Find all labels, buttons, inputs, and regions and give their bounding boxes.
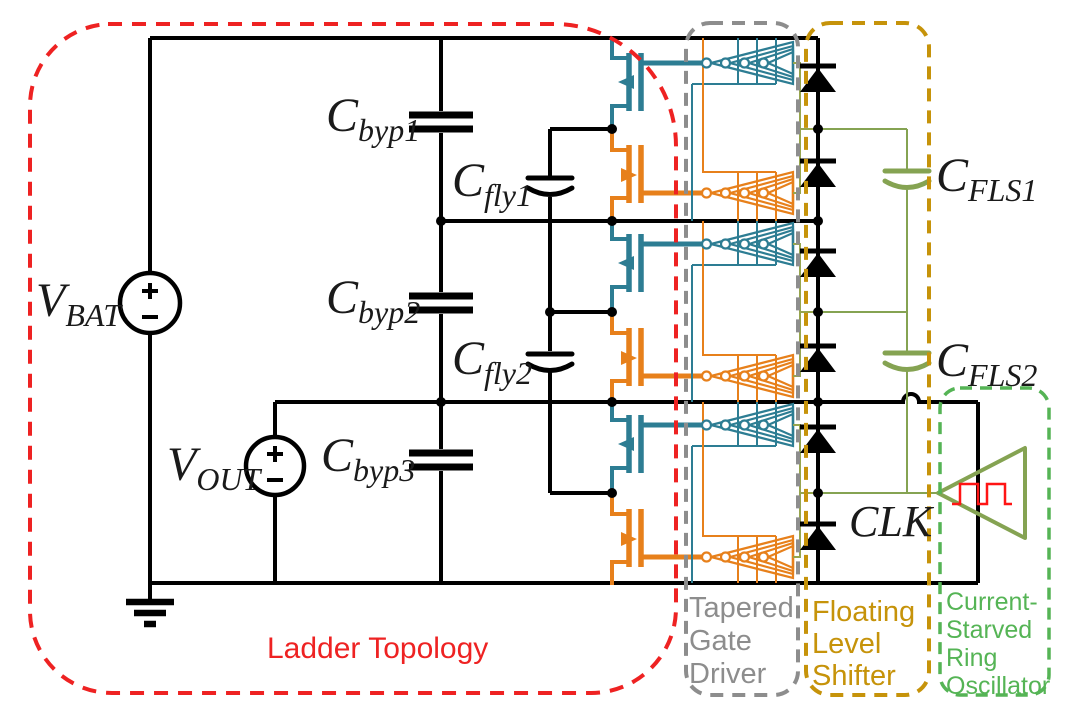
labels: VBAT VOUT Cbyp1 Cbyp2 Cbyp3 Cfly1 Cfly2 … [36,89,1050,700]
ladder-topology-box [27,22,678,695]
oscillator-label-2: Starved [946,616,1032,644]
junction-dots [436,124,823,498]
cbyp2-capacitor [409,292,473,314]
cfly1-label: Cfly1 [452,154,532,213]
cfls1-capacitor [882,168,932,190]
pmos-driver-rails-3 [691,402,777,583]
nmos-switch-1 [612,129,702,221]
cbyp1-label: Cbyp1 [326,89,420,148]
inverter-chain-pmos-3 [700,402,795,448]
oscillator-buffer-triangle [936,446,1027,540]
ground-icon [126,583,174,628]
level-shifter-label-2: Level [812,628,881,660]
cfly2-capacitor [525,351,575,373]
vbat-source [117,270,183,336]
inverter-chain-nmos-3 [700,534,795,580]
level-shifter-label-1: Floating [812,596,915,628]
gate-driver-label-2: Gate [689,625,752,657]
pmos-switch-3 [612,402,702,492]
region-boxes [27,21,1051,697]
cfls1-label: CFLS1 [936,149,1037,208]
level-shifter-label-3: Shifter [812,660,896,692]
gate-driver-label-3: Driver [689,658,767,690]
nmos-switch-2 [612,312,702,404]
plus-minus-icon [142,283,158,319]
power-switches [612,40,702,585]
inverter-chain-nmos-2 [700,353,795,399]
cfls2-capacitor [882,350,932,372]
level-shifter-wires [818,128,938,494]
inverter-chain-nmos-1 [700,170,795,216]
vbat-label: VBAT [36,274,123,333]
cbyp1-capacitor [409,111,473,133]
tapered-gate-drivers [691,38,814,583]
square-wave-icon [952,482,1012,506]
clk-label: CLK [849,497,935,546]
nmos-driver-rails-1 [702,38,777,221]
level-shifter-box [804,21,931,697]
ladder-topology-circuit [117,36,980,628]
pmos-switch-1 [612,40,702,130]
pmos-driver-rails-2 [691,221,777,402]
gate-driver-label-1: Tapered [689,592,794,624]
pmos-switch-2 [612,221,702,311]
oscillator-label-4: Oscillator [946,672,1050,700]
vout-source [243,434,307,498]
cfly2-label: Cfly2 [452,332,532,391]
inverter-chain-pmos-2 [700,221,795,267]
nmos-switch-3 [612,493,702,585]
inverter-chain-pmos-1 [700,40,795,86]
ring-oscillator-circuit [936,446,1027,540]
oscillator-label-1: Current- [946,588,1038,616]
cbyp3-capacitor [409,449,473,471]
vout-label: VOUT [167,438,263,497]
cfls2-label: CFLS2 [936,334,1037,393]
plus-minus-icon [267,446,283,482]
gate-driver-box [684,21,800,697]
cfly1-capacitor [525,175,575,197]
fly-column-wire [548,127,612,495]
cbyp3-label: Cbyp3 [321,429,415,488]
cbyp2-label: Cbyp2 [326,271,420,330]
oscillator-label-3: Ring [946,644,997,672]
ladder-topology-label: Ladder Topology [267,632,488,665]
